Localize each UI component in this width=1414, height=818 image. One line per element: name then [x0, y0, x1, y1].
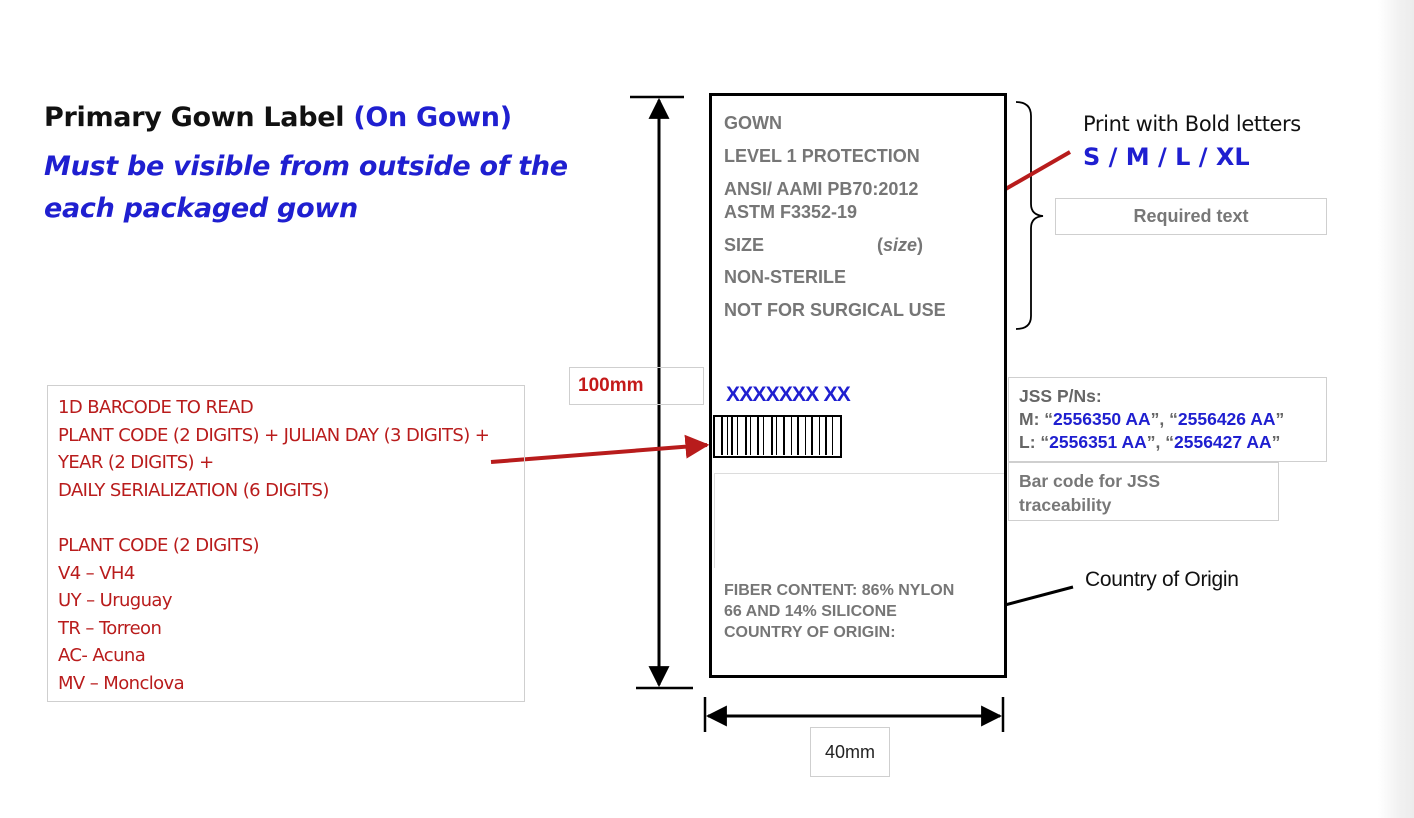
label-size-value: (size)	[877, 235, 924, 255]
jss-large-row: L: “2556351 AA”, “2556427 AA”	[1019, 432, 1281, 452]
page-subtitle: Must be visible from outside of the each…	[44, 151, 568, 224]
plant-code-line: PLANT CODE (2 DIGITS)	[58, 535, 260, 556]
barcode-bars	[721, 417, 833, 455]
height-dimension-line	[630, 95, 693, 690]
label-fiber-2: 66 AND 14% SILICONE	[724, 603, 897, 620]
label-line-astm: ASTM F3352-19	[724, 202, 858, 222]
label-line-ansi: ANSI/ AAMI PB70:2012	[724, 179, 919, 199]
label-not-surgical: NOT FOR SURGICAL USE	[724, 300, 946, 320]
label-line-gown: GOWN	[724, 113, 782, 133]
title-main: Primary Gown Label	[44, 102, 345, 133]
barcode-note-line-2: traceability	[1019, 495, 1112, 515]
barcode-red-arrow	[490, 434, 710, 464]
country-origin-note: Country of Origin	[1085, 568, 1239, 591]
jss-part-numbers-box: JSS P/Ns: M: “2556350 AA”, “2556426 AA” …	[1008, 377, 1327, 462]
label-country-origin: COUNTRY OF ORIGIN:	[724, 624, 896, 641]
spacer	[58, 504, 524, 532]
width-dimension-label: 40mm	[810, 727, 890, 777]
width-dimension-line	[703, 697, 1005, 732]
jss-title: JSS P/Ns:	[1019, 386, 1102, 406]
height-dimension-label: 100mm	[569, 367, 704, 405]
jss-medium-row: M: “2556350 AA”, “2556426 AA”	[1019, 409, 1285, 429]
barcode-info-line: YEAR (2 DIGITS) +	[58, 452, 214, 473]
required-text-box: Required text	[1055, 198, 1327, 235]
label-line-protection: LEVEL 1 PROTECTION	[724, 146, 920, 166]
barcode-info-line: 1D BARCODE TO READ	[58, 397, 254, 418]
label-non-sterile: NON-STERILE	[724, 267, 847, 287]
plant-code-line: AC- Acuna	[58, 645, 146, 666]
barcode-info-line: PLANT CODE (2 DIGITS) + JULIAN DAY (3 DI…	[58, 424, 490, 446]
barcode-note-box: Bar code for JSS traceability	[1008, 462, 1279, 521]
plant-code-line: UY – Uruguay	[58, 590, 173, 611]
size-options: S / M / L / XL	[1083, 143, 1250, 171]
barcode-info-box: 1D BARCODE TO READ PLANT CODE (2 DIGITS)…	[47, 385, 525, 702]
gown-label	[709, 93, 1007, 678]
barcode-note-line-1: Bar code for JSS	[1019, 471, 1161, 491]
label-size: SIZE	[724, 235, 765, 255]
label-blank-area	[714, 473, 1004, 568]
print-bold-note: Print with Bold letters	[1083, 112, 1301, 136]
required-text-brace	[1015, 101, 1044, 330]
plant-code-line: TR – Torreon	[58, 617, 162, 639]
plant-code-line: MV – Monclova	[58, 672, 185, 694]
title-suffix: (On Gown)	[353, 102, 512, 133]
page-edge-shadow	[1378, 0, 1414, 818]
barcode-info-line: DAILY SERIALIZATION (6 DIGITS)	[58, 479, 329, 501]
label-fiber-1: FIBER CONTENT: 86% NYLON	[724, 582, 955, 599]
part-number-placeholder: XXXXXXX XX	[726, 383, 851, 406]
page-title: Primary Gown Label (On Gown)	[44, 102, 512, 133]
barcode-graphic	[713, 415, 842, 458]
plant-code-line: V4 – VH4	[58, 562, 135, 584]
